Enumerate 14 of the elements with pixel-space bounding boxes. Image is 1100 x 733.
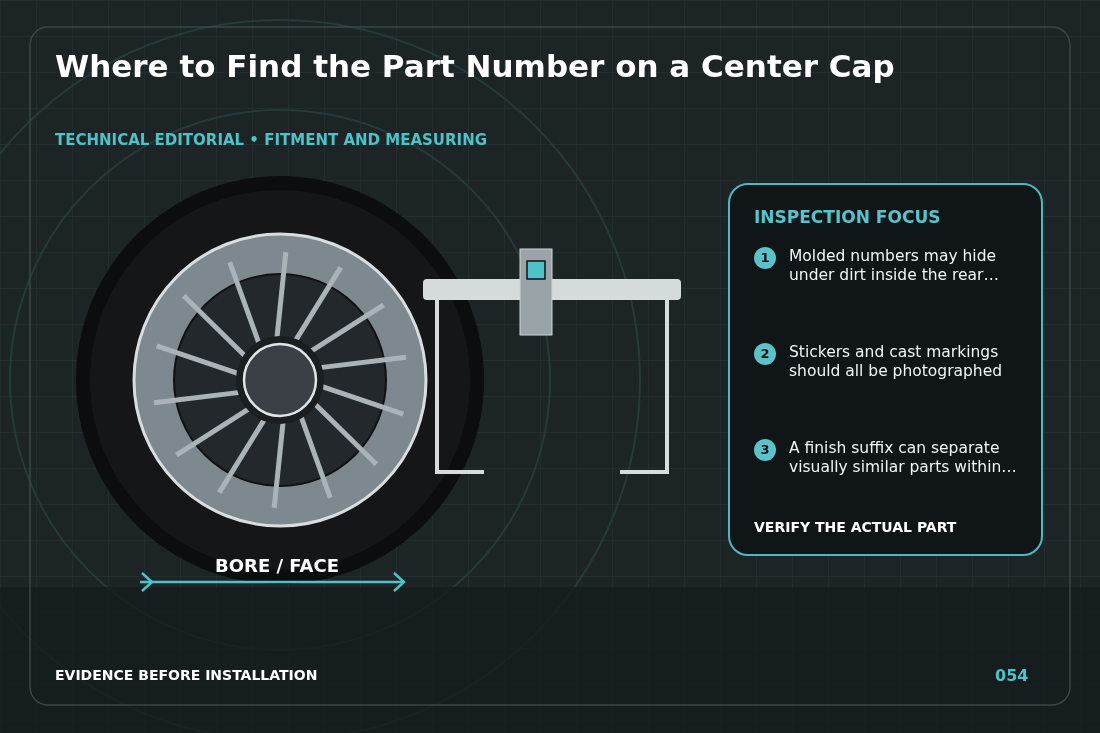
panel-heading: INSPECTION FOCUS: [754, 207, 941, 227]
subtitle: TECHNICAL EDITORIAL • FITMENT AND MEASURING: [55, 131, 487, 149]
footer-text: EVIDENCE BEFORE INSTALLATION: [55, 667, 318, 683]
page-number: 054: [995, 666, 1029, 685]
title: Where to Find the Part Number on a Center Cap: [55, 48, 895, 84]
dimension-label: BORE / FACE: [215, 555, 339, 576]
note-text: Stickers and cast markings should all be photographed: [789, 343, 1004, 381]
info-panel: [728, 183, 1043, 556]
note-text: A finish suffix can separate visually similar parts within…: [789, 439, 1018, 477]
note-text: Molded numbers may hide under dirt inside the rear…: [789, 247, 1000, 285]
callout-number: 1: [754, 247, 776, 269]
panel-footer: VERIFY THE ACTUAL PART: [754, 519, 957, 535]
callout-number: 3: [754, 439, 776, 461]
callout-number: 2: [754, 343, 776, 365]
